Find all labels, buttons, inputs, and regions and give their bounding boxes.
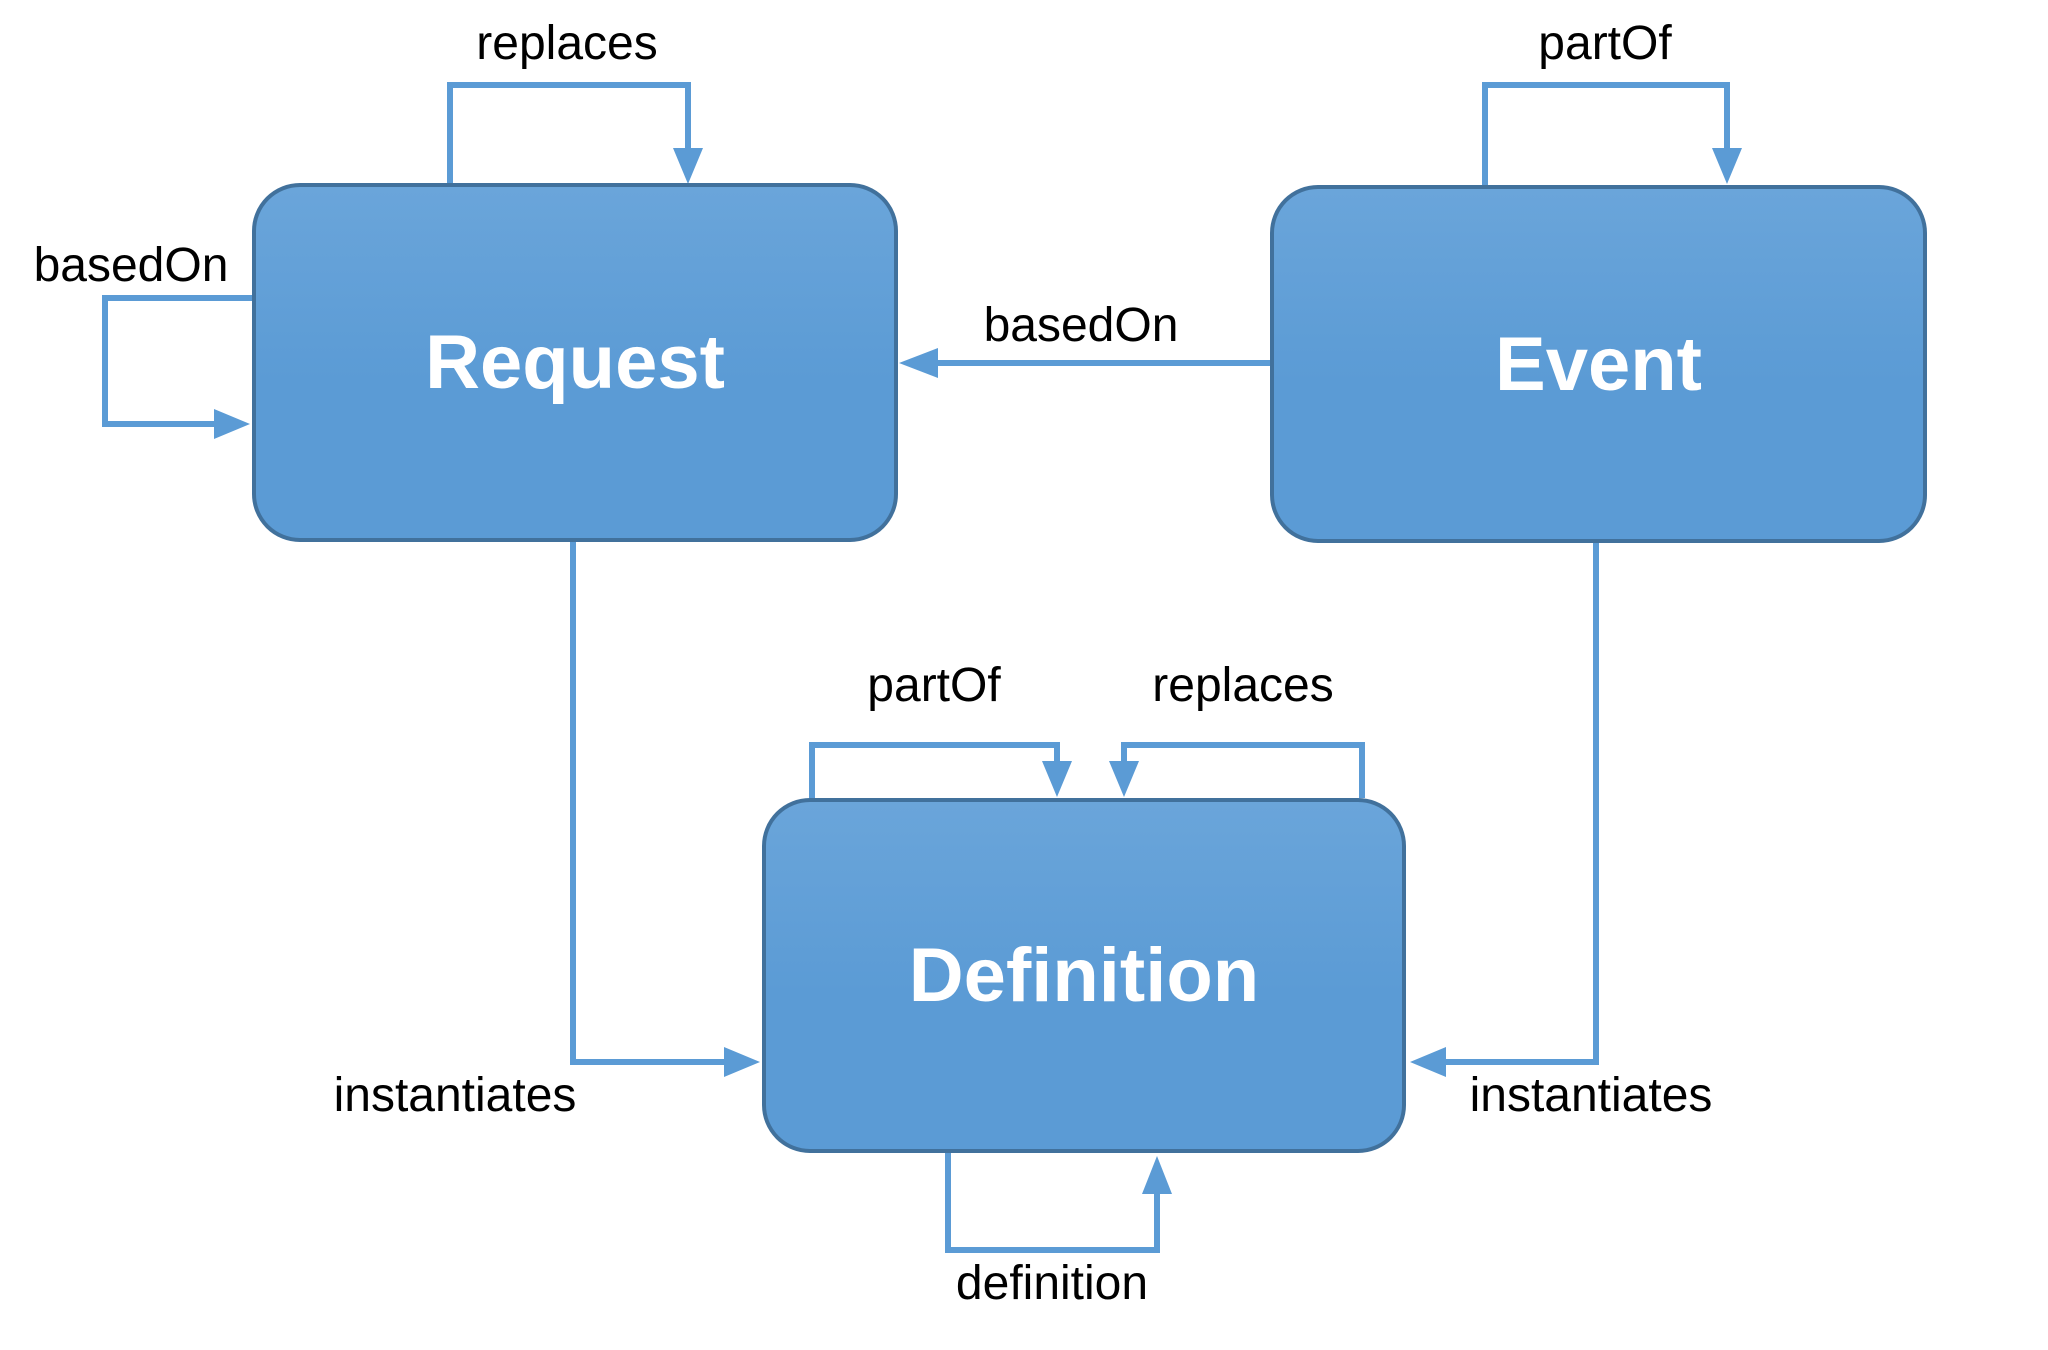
edge-label-basedon-event-to-request: basedOn <box>983 299 1179 352</box>
edge-replaces-definition-loop <box>1109 742 1365 798</box>
edge-partof-definition-loop <box>809 742 1072 798</box>
edge-label-replaces-request: replaces <box>476 17 658 70</box>
node-definition: Definition <box>762 798 1406 1153</box>
node-request-title: Request <box>425 320 725 405</box>
edge-instantiates-event-to-definition <box>1410 543 1599 1077</box>
node-request: Request <box>252 183 898 542</box>
node-event-title: Event <box>1495 321 1702 407</box>
edge-label-basedon-request-self: basedOn <box>33 239 229 292</box>
edge-replaces-request-loop <box>447 82 703 184</box>
edge-basedon-request-loop <box>102 295 252 439</box>
edge-label-instantiates-request: instantiates <box>333 1069 577 1122</box>
edge-label-replaces-definition: replaces <box>1152 659 1334 712</box>
edge-label-instantiates-event: instantiates <box>1469 1069 1713 1122</box>
edge-partof-event-loop <box>1482 82 1742 185</box>
edge-label-definition-self: definition <box>955 1257 1149 1310</box>
edge-label-partof-event: partOf <box>1538 17 1672 70</box>
edge-basedon-event-to-request <box>899 348 1270 378</box>
node-event: Event <box>1270 185 1927 543</box>
edge-instantiates-request-to-definition <box>570 542 760 1077</box>
edge-definition-definition-loop <box>945 1153 1172 1253</box>
node-definition-title: Definition <box>908 933 1260 1018</box>
edge-label-partof-definition: partOf <box>867 659 1001 712</box>
